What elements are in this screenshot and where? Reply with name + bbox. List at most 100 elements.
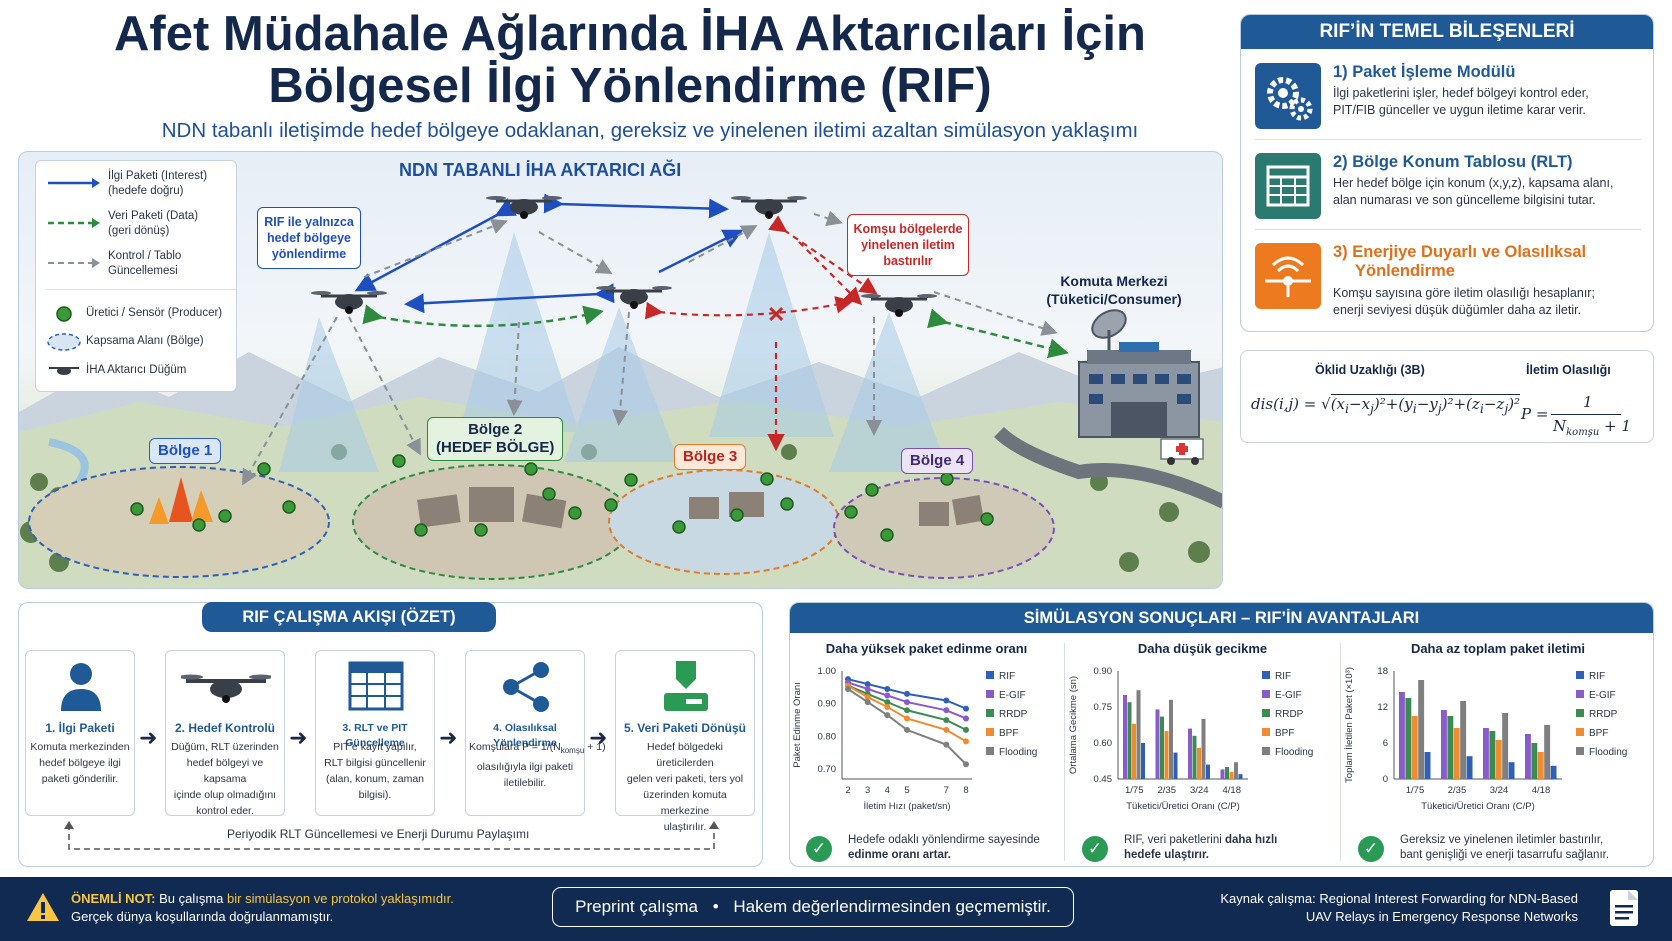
- chart-bar: [1127, 702, 1132, 779]
- chart-bar: [1447, 716, 1454, 779]
- chart-bar: [1201, 719, 1206, 779]
- chart-legend-swatch: [1262, 690, 1270, 698]
- chart-bar: [1544, 725, 1551, 779]
- chart-point: [904, 715, 910, 722]
- network-illustration: ✕: [19, 193, 1222, 588]
- preprint-pill: Preprint çalışma • Hakem değerlendirmesi…: [552, 887, 1074, 927]
- check-icon: ✓: [1082, 836, 1108, 862]
- workflow-step-1-desc-line1: Komuta merkezinden: [30, 741, 130, 753]
- workflow-step-3-desc-line4: bilgisi).: [358, 789, 392, 801]
- workflow-step-3-desc-line2: RLT bilgisi güncellenir: [324, 757, 426, 769]
- component-3-title-line1: 3) Enerjiye Duyarlı ve Olasılıksal: [1333, 243, 1587, 261]
- chart-legend-label: E-GIF: [1275, 690, 1302, 701]
- pill-separator: •: [712, 897, 719, 916]
- chart-2-note-bold: daha hızlı: [1224, 834, 1278, 846]
- chart-bar: [1531, 743, 1538, 779]
- legend-data-line2: (geri dönüş): [108, 225, 170, 237]
- peer-review-label: Hakem değerlendirmesinden geçmemiştir.: [733, 897, 1051, 916]
- component-1-desc: İlgi paketlerini işler, hedef bölgeyi ko…: [1333, 85, 1643, 119]
- component-1-title: 1) Paket İşleme Modülü: [1333, 63, 1516, 81]
- workflow-step-3-desc: PIT’e kayıt yapılır, RLT bilgisi güncell…: [319, 739, 431, 803]
- chart-ylabel: Paket Edinme Oranı: [792, 682, 803, 768]
- chart-legend-swatch: [1576, 671, 1584, 679]
- chart-bar: [1489, 731, 1496, 779]
- chart-point: [963, 715, 969, 722]
- gears-icon-graphic: [1267, 77, 1313, 121]
- workflow-panel: RIF ÇALIŞMA AKIŞI (ÖZET) 1. İlgi Paketi …: [18, 602, 763, 867]
- legend-control-line1: Kontrol / Tablo: [108, 250, 182, 262]
- chart-2-note-line2: hedefe ulaştırır.: [1124, 849, 1210, 861]
- workflow-step-4-desc-line2: olasılığıyla ilgi paketi: [476, 761, 574, 774]
- user-icon: [61, 663, 101, 711]
- rubble: [417, 487, 985, 529]
- chart-ytick-label: 1.00: [818, 666, 837, 677]
- fire-icon: [149, 477, 213, 524]
- chart-legend-label: Flooding: [1589, 747, 1627, 758]
- chart-1-note-line2: edinme oranı artar.: [848, 849, 951, 861]
- footer-note: ÖNEMLİ NOT: Bu çalışma bir simülasyon ve…: [71, 890, 454, 926]
- workflow-step-4-desc-line1: Komşulara P = 1/(Nkomşu + 1): [469, 739, 606, 759]
- chart-ytick-label: 0.75: [1094, 702, 1113, 713]
- signal-icon-graphic: [1265, 256, 1311, 297]
- component-2-desc-line2: alan numarası ve son güncelleme bilgisin…: [1333, 193, 1596, 207]
- legend-data-label: Veri Paketi (Data)(geri dönüş): [108, 209, 198, 239]
- chart-ytick-label: 0.90: [818, 699, 837, 710]
- formulas-panel: Öklid Uzaklığı (3B) İletim Olasılığı dis…: [1240, 350, 1654, 443]
- zone-4-label: Bölge 4: [901, 448, 974, 474]
- legend-coverage-icon: [47, 333, 81, 351]
- chart-bar: [1502, 713, 1509, 779]
- chart-bar: [1537, 752, 1544, 779]
- chart-legend-label: Flooding: [1275, 747, 1313, 758]
- workflow-step-2-title: 2. Hedef Kontrolü: [174, 721, 275, 735]
- chart-xtick-label: 2/35: [1158, 785, 1177, 796]
- chart-legend-label: RIF: [999, 671, 1015, 682]
- legend-coverage-label: Kapsama Alanı (Bölge): [86, 335, 204, 347]
- uav-2: [486, 196, 562, 219]
- chart-series-line: [847, 681, 967, 720]
- chart-bar: [1169, 699, 1173, 779]
- workflow-step-2-desc-line3: içinde olup olmadığını: [173, 789, 277, 801]
- legend-divider: [46, 289, 236, 290]
- probability-formula-title: İletim Olasılığı: [1526, 363, 1611, 377]
- loop-arrow-right-icon: [709, 821, 719, 829]
- workflow-step-5-desc-line2: gelen veri paketi, ters yol: [626, 773, 744, 785]
- share-nodes-icon: [503, 662, 549, 712]
- component-2-title: 2) Bölge Konum Tablosu (RLT): [1333, 153, 1573, 171]
- signal-icon: [1255, 243, 1321, 309]
- footer-source-line2: UAV Relays in Emergency Response Network…: [1305, 909, 1578, 924]
- chart-point: [943, 697, 950, 704]
- chart-point: [963, 761, 969, 768]
- chart-delay: Daha düşük gecikme Ortalama Gecikme (sn)…: [1066, 633, 1339, 866]
- chart-xtick-label: 4/18: [1532, 785, 1551, 796]
- chart-1-note-line1: Hedefe odaklı yönlendirme sayesinde: [848, 834, 1040, 846]
- workflow-step-2-desc: Düğüm, RLT üzerinden hedef bölgeyi ve ka…: [169, 739, 281, 819]
- workflow-step-5-desc-line3: üzerinden komuta merkezine: [643, 789, 727, 817]
- chart-xtick-label: 3: [865, 785, 870, 796]
- chart-bar: [1220, 769, 1225, 779]
- warning-icon: [27, 893, 59, 921]
- workflow-step-1-desc-line2: hedef bölgeye ilgi: [39, 757, 121, 769]
- workflow-step-4-desc: Komşulara P = 1/(Nkomşu + 1) olasılığıyl…: [469, 739, 606, 791]
- chart-transmissions: Daha az toplam paket iletimi Toplam İlet…: [1342, 633, 1653, 866]
- title-line-2: Bölgesel İlgi Yönlendirme (RIF): [268, 59, 992, 113]
- chart-point: [864, 681, 871, 688]
- chart-bar: [1155, 709, 1160, 779]
- chart-legend-swatch: [1576, 728, 1584, 736]
- chart-point: [884, 704, 891, 710]
- workflow-step-3: 3. RLT ve PIT Güncelleme PIT’e kayıt yap…: [315, 650, 435, 816]
- chart-point: [943, 717, 950, 724]
- legend-interest-line1: İlgi Paketi (Interest): [108, 170, 208, 182]
- chart-point: [884, 686, 891, 692]
- workflow-step-5-title: 5. Veri Paketi Dönüşü: [623, 721, 747, 735]
- chart-bar: [1483, 728, 1489, 779]
- chart-legend-label: RRDP: [1275, 709, 1304, 720]
- uav-1: [311, 291, 387, 314]
- callout-neighbor-suppression: Komşu bölgelerde yinelenen iletim bastır…: [847, 214, 969, 276]
- chart-ytick-label: 0.60: [1094, 738, 1113, 749]
- chart-point: [864, 686, 871, 692]
- chart-legend-swatch: [986, 728, 994, 736]
- chart-ytick-label: 12: [1377, 702, 1388, 713]
- chart-point: [904, 707, 910, 714]
- footer-note-label: ÖNEMLİ NOT:: [71, 891, 156, 906]
